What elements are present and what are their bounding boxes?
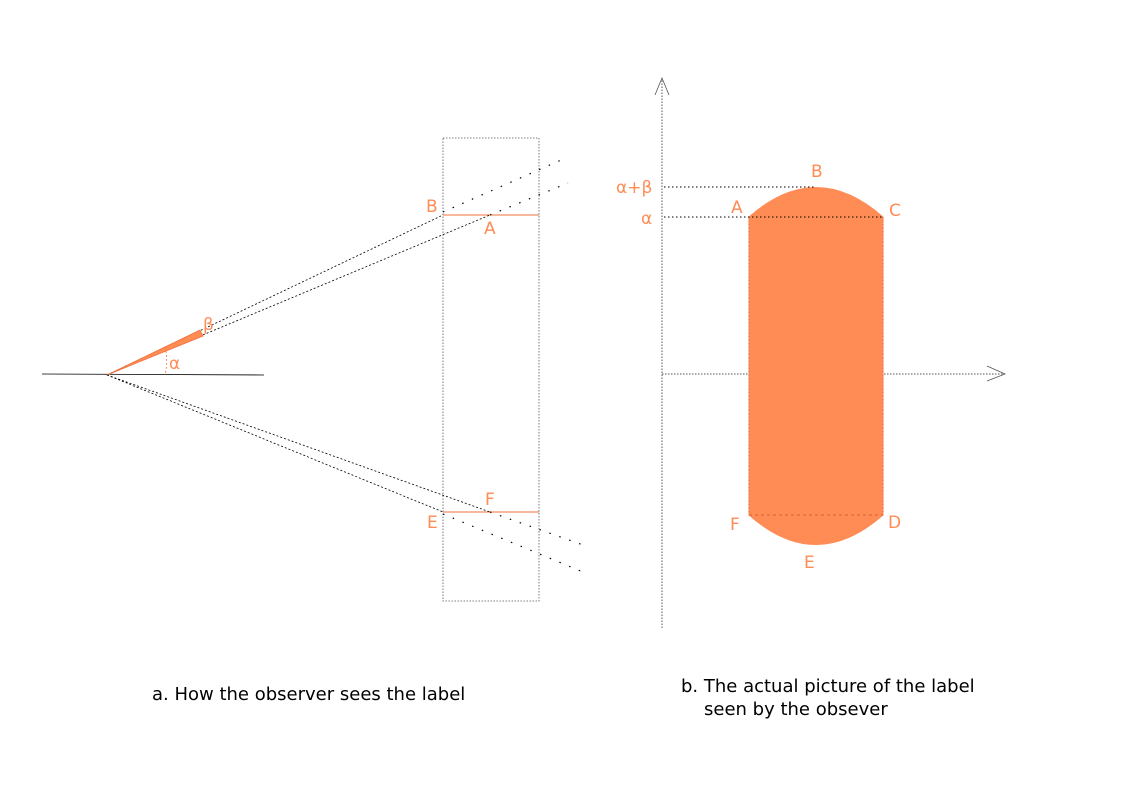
sight-extension-f bbox=[489, 511, 584, 546]
point-b-label: B bbox=[426, 197, 438, 217]
caption-right-line1: b. The actual picture of the label bbox=[681, 676, 975, 697]
sight-extension-b bbox=[442, 156, 569, 213]
angle-alpha-label: α bbox=[169, 354, 180, 374]
point-a-label: A bbox=[484, 219, 496, 239]
sight-line-f bbox=[106, 374, 491, 513]
horizontal-axis-arrowhead bbox=[986, 365, 1007, 382]
point-d-label: D bbox=[888, 513, 901, 533]
point-f-label-right: F bbox=[730, 515, 740, 535]
horizon-line bbox=[41, 373, 265, 376]
point-e-label: E bbox=[427, 513, 438, 533]
point-f-label: F bbox=[485, 490, 495, 510]
point-a-label-right: A bbox=[731, 198, 743, 218]
vertical-axis-arrowhead bbox=[654, 76, 670, 96]
point-e-label-right: E bbox=[804, 553, 815, 573]
angle-beta-label: β bbox=[203, 315, 214, 335]
sight-extension-a bbox=[489, 182, 569, 216]
caption-left: a. How the observer sees the label bbox=[152, 684, 465, 705]
label-shape bbox=[748, 187, 884, 545]
axis-label-alpha: α bbox=[641, 209, 652, 229]
sight-extension-e bbox=[442, 513, 584, 573]
angle-alpha-arc bbox=[164, 346, 168, 376]
axis-label-alpha-plus-beta: α+β bbox=[616, 178, 652, 198]
left-panel: B A E F β α a. How the observer sees the… bbox=[41, 137, 584, 705]
point-b-label-right: B bbox=[811, 162, 823, 182]
right-panel: α+β α B A C D F E b. The actual picture … bbox=[616, 76, 1007, 720]
label-outline bbox=[442, 137, 540, 602]
sight-line-e bbox=[106, 374, 444, 513]
point-c-label: C bbox=[889, 201, 901, 221]
caption-right-line2: seen by the obsever bbox=[704, 699, 888, 720]
angle-beta-wedge bbox=[106, 329, 204, 376]
